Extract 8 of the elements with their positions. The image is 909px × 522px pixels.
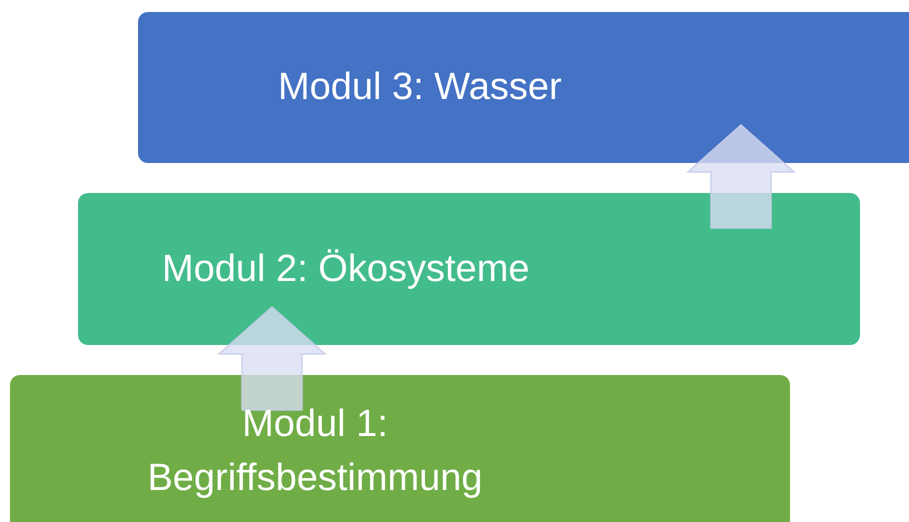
block-arrow <box>217 306 327 411</box>
module-title: Modul 3: Wasser <box>278 65 563 110</box>
module-box <box>10 375 790 522</box>
module-title: Modul 2: Ökosysteme <box>162 247 530 292</box>
module-box <box>78 193 860 345</box>
module-title: Modul 1: Begriffsbestimmung <box>146 402 484 501</box>
module-box <box>138 12 909 163</box>
block-arrow <box>686 124 796 229</box>
